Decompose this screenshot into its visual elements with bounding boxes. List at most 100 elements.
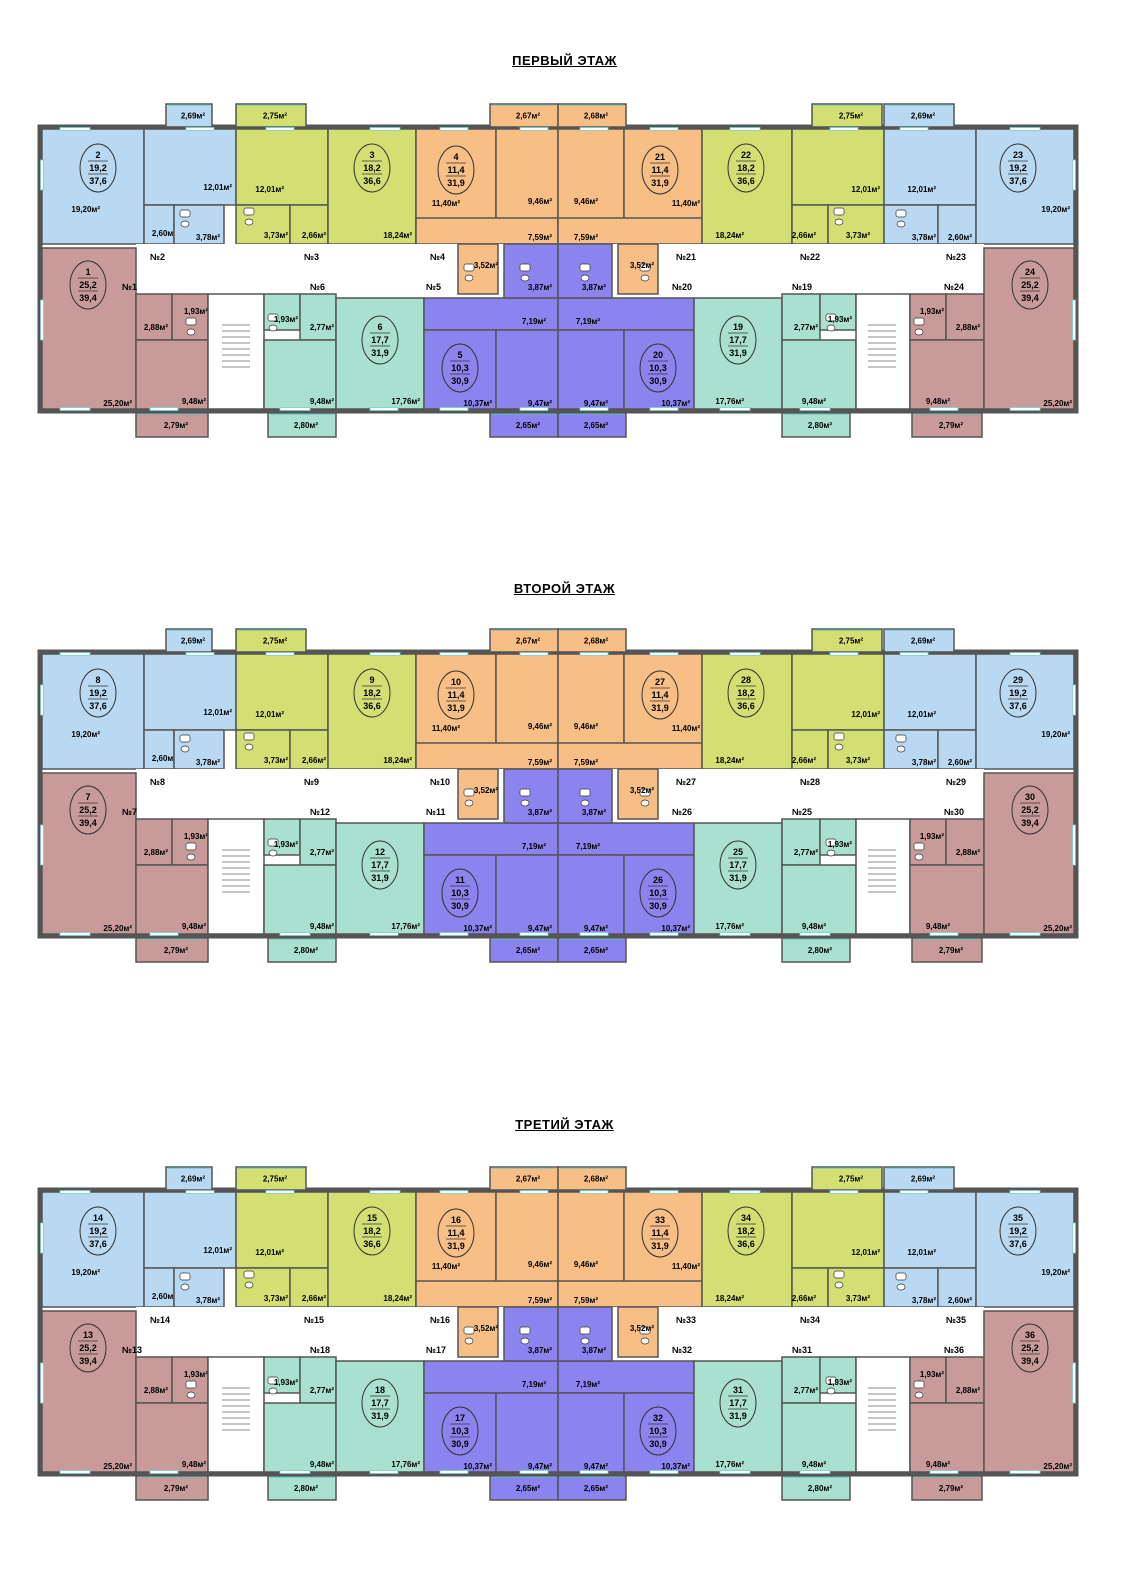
apartment-living-area: 10,3 — [649, 888, 667, 898]
room-kitchen — [263, 339, 337, 410]
room-area-label: 2,77м² — [794, 1386, 818, 1395]
room-kitchen — [263, 864, 337, 935]
apartment-number: 14 — [93, 1213, 103, 1223]
balcony — [235, 103, 307, 128]
apartment-total-area: 31,9 — [371, 873, 389, 883]
room-hall — [299, 1356, 337, 1404]
room-area-label: 25,20м² — [103, 1462, 132, 1471]
balcony-area-label: 2,80м² — [808, 421, 832, 430]
room-area-label: 2,60м² — [152, 229, 176, 238]
apartment-total-area: 31,9 — [729, 348, 747, 358]
bath-fixture-icon — [185, 842, 197, 851]
apartment-door-label: №8 — [150, 777, 165, 787]
room-hall — [791, 204, 829, 245]
room-area-label: 3,52м² — [474, 786, 498, 795]
toilet-icon — [520, 1337, 530, 1345]
apartment-door-label: №10 — [430, 777, 450, 787]
room-area-label: 7,59м² — [528, 758, 552, 767]
apartment-badge — [727, 143, 765, 193]
room-area-label: 10,37м² — [661, 924, 690, 933]
apartment-living-area: 19,2 — [1009, 163, 1027, 173]
toilet-icon — [914, 328, 924, 336]
bath-fixture-icon — [895, 1272, 907, 1281]
room-kitchen — [909, 339, 985, 410]
room-area-label: 9,48м² — [182, 1460, 206, 1469]
apartment-total-area: 31,9 — [729, 873, 747, 883]
window — [369, 932, 399, 936]
room-area-label: 9,47м² — [528, 1462, 552, 1471]
apartment-door-label: №34 — [800, 1315, 820, 1325]
apartment-number: 5 — [457, 350, 462, 360]
room-area-label: 19,20м² — [1041, 1268, 1070, 1277]
balcony-area-label: 2,69м² — [911, 637, 935, 646]
apartment-number: 4 — [453, 152, 458, 162]
room-main — [701, 653, 793, 770]
room-main — [623, 329, 695, 410]
room-main — [41, 772, 137, 935]
apartment-living-area: 17,7 — [371, 860, 389, 870]
apartment-living-area: 11,4 — [447, 165, 464, 175]
apartment-living-area: 19,2 — [89, 163, 107, 173]
apartment-badge — [69, 785, 107, 835]
room-area-label: 9,48м² — [182, 397, 206, 406]
apartment-badge — [727, 1206, 765, 1256]
room-bath-d — [617, 768, 659, 820]
apartment-living-area: 17,7 — [371, 1398, 389, 1408]
balcony — [489, 1475, 559, 1501]
room-area-label: 3,78м² — [912, 758, 936, 767]
apartment-total-area: 37,6 — [89, 701, 107, 711]
room-area-label: 2,60м² — [948, 233, 972, 242]
stairwell — [855, 293, 911, 410]
window — [899, 127, 929, 131]
apartment-badge — [1011, 1323, 1049, 1373]
room-area-label: 1,93м² — [920, 307, 944, 316]
bath-fixture-icon — [463, 788, 475, 797]
apartment-badge — [999, 668, 1037, 718]
window — [579, 127, 609, 131]
bath-fixture-icon — [463, 1326, 475, 1335]
window — [1072, 1362, 1076, 1404]
window — [279, 1470, 311, 1474]
window — [829, 652, 859, 656]
apartment-number: 30 — [1025, 792, 1035, 802]
room-area-label: 3,73м² — [846, 1294, 870, 1303]
apartment-living-area: 11,4 — [447, 690, 464, 700]
room-main — [41, 128, 145, 245]
window — [649, 932, 679, 936]
balcony — [165, 103, 213, 128]
room-area-label: 12,01м² — [851, 1248, 880, 1257]
window — [149, 407, 179, 411]
room-area-label: 25,20м² — [103, 399, 132, 408]
balcony-area-label: 2,65м² — [516, 421, 540, 430]
room-kitchen — [909, 1402, 985, 1473]
bath-fixture-icon — [185, 317, 197, 326]
room-kitchen — [883, 653, 977, 731]
apartment-total-area: 30,9 — [649, 901, 667, 911]
apartment-door-label: №16 — [430, 1315, 450, 1325]
balcony — [557, 937, 627, 963]
room-bath — [171, 293, 209, 341]
window — [519, 932, 549, 936]
balcony-area-label: 2,79м² — [939, 946, 963, 955]
apartment-badge — [361, 1378, 399, 1428]
apartment-living-area: 10,3 — [451, 363, 469, 373]
room-area-label: 9,46м² — [574, 1260, 598, 1269]
room-bath — [503, 243, 559, 299]
apartment-total-area: 31,9 — [447, 1241, 465, 1251]
apartment-badge — [361, 840, 399, 890]
toilet-icon — [640, 274, 650, 282]
balcony — [489, 937, 559, 963]
window — [929, 932, 959, 936]
apartment-badge — [79, 668, 117, 718]
apartment-living-area: 25,2 — [79, 280, 97, 290]
room-area-label: 9,48м² — [926, 922, 950, 931]
floor-title-3: ТРЕТИЙ ЭТАЖ — [515, 1117, 614, 1132]
apartment-badge — [639, 343, 677, 393]
room-area-label: 10,37м² — [463, 399, 492, 408]
room-area-label: 7,59м² — [528, 1296, 552, 1305]
window — [369, 1470, 399, 1474]
toilet-icon — [268, 849, 278, 857]
apartment-total-area: 37,6 — [1009, 176, 1027, 186]
room-bath-d — [617, 1306, 659, 1358]
room-main — [975, 128, 1075, 245]
